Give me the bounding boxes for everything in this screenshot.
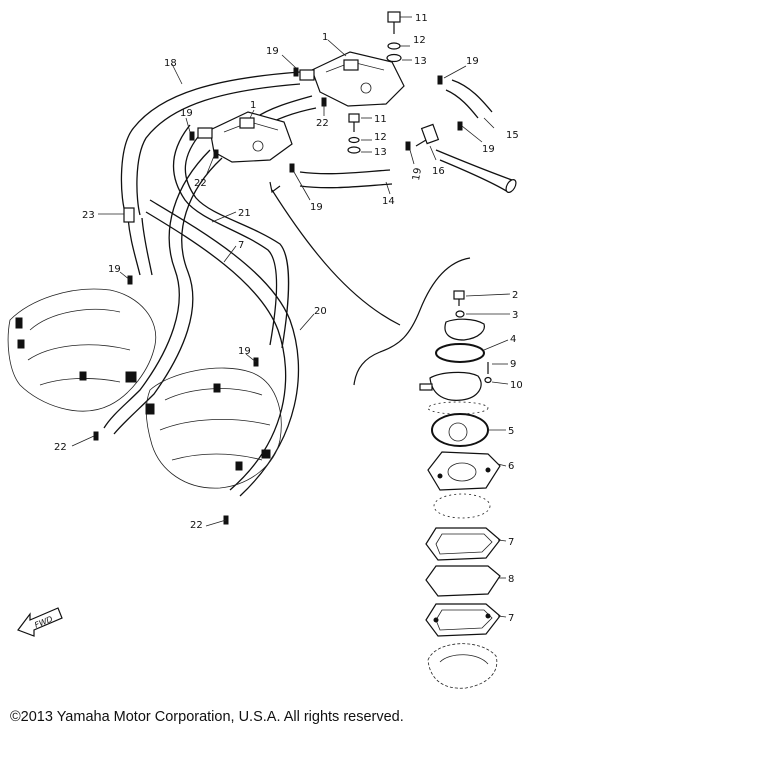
clip-set	[93, 67, 463, 525]
callout-10: 10	[510, 380, 523, 391]
callout-16: 16	[432, 166, 445, 177]
callout-20: 20	[314, 306, 327, 317]
callout-4: 4	[510, 334, 516, 345]
hose-20	[145, 199, 300, 497]
callout-23: 23	[82, 210, 95, 221]
exploded-gasket-7b	[425, 603, 501, 637]
exploded-diaphragm-ghost	[427, 401, 489, 415]
callout-13-mid: 13	[374, 147, 387, 158]
callout-7-a: 7	[508, 537, 514, 548]
callout-19-d: 19	[482, 144, 495, 155]
callout-19-h: 19	[238, 346, 251, 357]
callout-22-c: 22	[54, 442, 67, 453]
exploded-spring-ghost	[433, 493, 491, 519]
callout-22-b: 22	[194, 178, 207, 189]
bolt-washer-stack-top	[386, 11, 402, 63]
callout-15: 15	[506, 130, 519, 141]
callout-13-top: 13	[414, 56, 427, 67]
callout-19-g: 19	[108, 264, 121, 275]
engine-block-left	[7, 288, 157, 412]
hose-15	[445, 79, 493, 119]
fitting-16	[415, 123, 440, 147]
fwd-arrow-icon: FWD	[17, 607, 63, 637]
callout-22-a: 22	[316, 118, 329, 129]
leader-lines	[71, 16, 511, 618]
exploded-oring-4	[435, 343, 485, 363]
bracket-23	[123, 207, 135, 223]
callout-18: 18	[164, 58, 177, 69]
exploded-cover-top	[444, 318, 485, 341]
exploded-washer-3	[455, 310, 465, 318]
callout-9: 9	[510, 359, 516, 370]
callout-19-e: 19	[411, 167, 424, 181]
callout-6: 6	[508, 461, 514, 472]
fuel-pump-mid	[197, 111, 293, 163]
exploded-plate-6	[427, 451, 501, 491]
callout-8: 8	[508, 574, 514, 585]
callout-11-mid: 11	[374, 114, 387, 125]
callout-7-b: 7	[508, 613, 514, 624]
callout-22-d: 22	[190, 520, 203, 531]
callout-11-top: 11	[415, 13, 428, 24]
exploded-diaphragm-8	[425, 565, 501, 597]
hose-7-long	[103, 149, 223, 435]
fuel-pump-top	[299, 51, 405, 107]
bolt-washer-stack-mid	[347, 113, 361, 154]
exploded-pump-body	[427, 643, 498, 689]
hose-upper-loop	[172, 124, 290, 349]
callout-19-c: 19	[180, 108, 193, 119]
engine-block-right	[145, 367, 282, 489]
callout-3: 3	[512, 310, 518, 321]
callout-12-mid: 12	[374, 132, 387, 143]
hose-16-right	[435, 149, 517, 193]
callout-1-top: 1	[322, 32, 328, 43]
exploded-check-valve	[419, 362, 492, 401]
hose-21	[127, 217, 153, 276]
callout-2: 2	[512, 290, 518, 301]
exploded-gasket-7a	[425, 527, 501, 561]
callout-7-hose: 7	[238, 240, 244, 251]
callout-21: 21	[238, 208, 251, 219]
callout-19-f: 19	[310, 202, 323, 213]
exploded-oring-5	[431, 413, 489, 447]
pointer-line	[269, 181, 401, 326]
callout-14: 14	[382, 196, 395, 207]
callout-19-a: 19	[266, 46, 279, 57]
callouts: 11 12 13 1 19 18 19 15 22 1 11 12 13 19 …	[54, 13, 523, 624]
callout-1-mid: 1	[250, 100, 256, 111]
hose-18	[120, 71, 301, 216]
callout-19-b: 19	[466, 56, 479, 67]
copyright-notice: ©2013 Yamaha Motor Corporation, U.S.A. A…	[10, 709, 404, 725]
exploded-bracket	[353, 257, 471, 386]
hose-14	[299, 169, 393, 189]
callout-5: 5	[508, 426, 514, 437]
callout-12-top: 12	[413, 35, 426, 46]
exploded-screw-2	[453, 290, 465, 306]
